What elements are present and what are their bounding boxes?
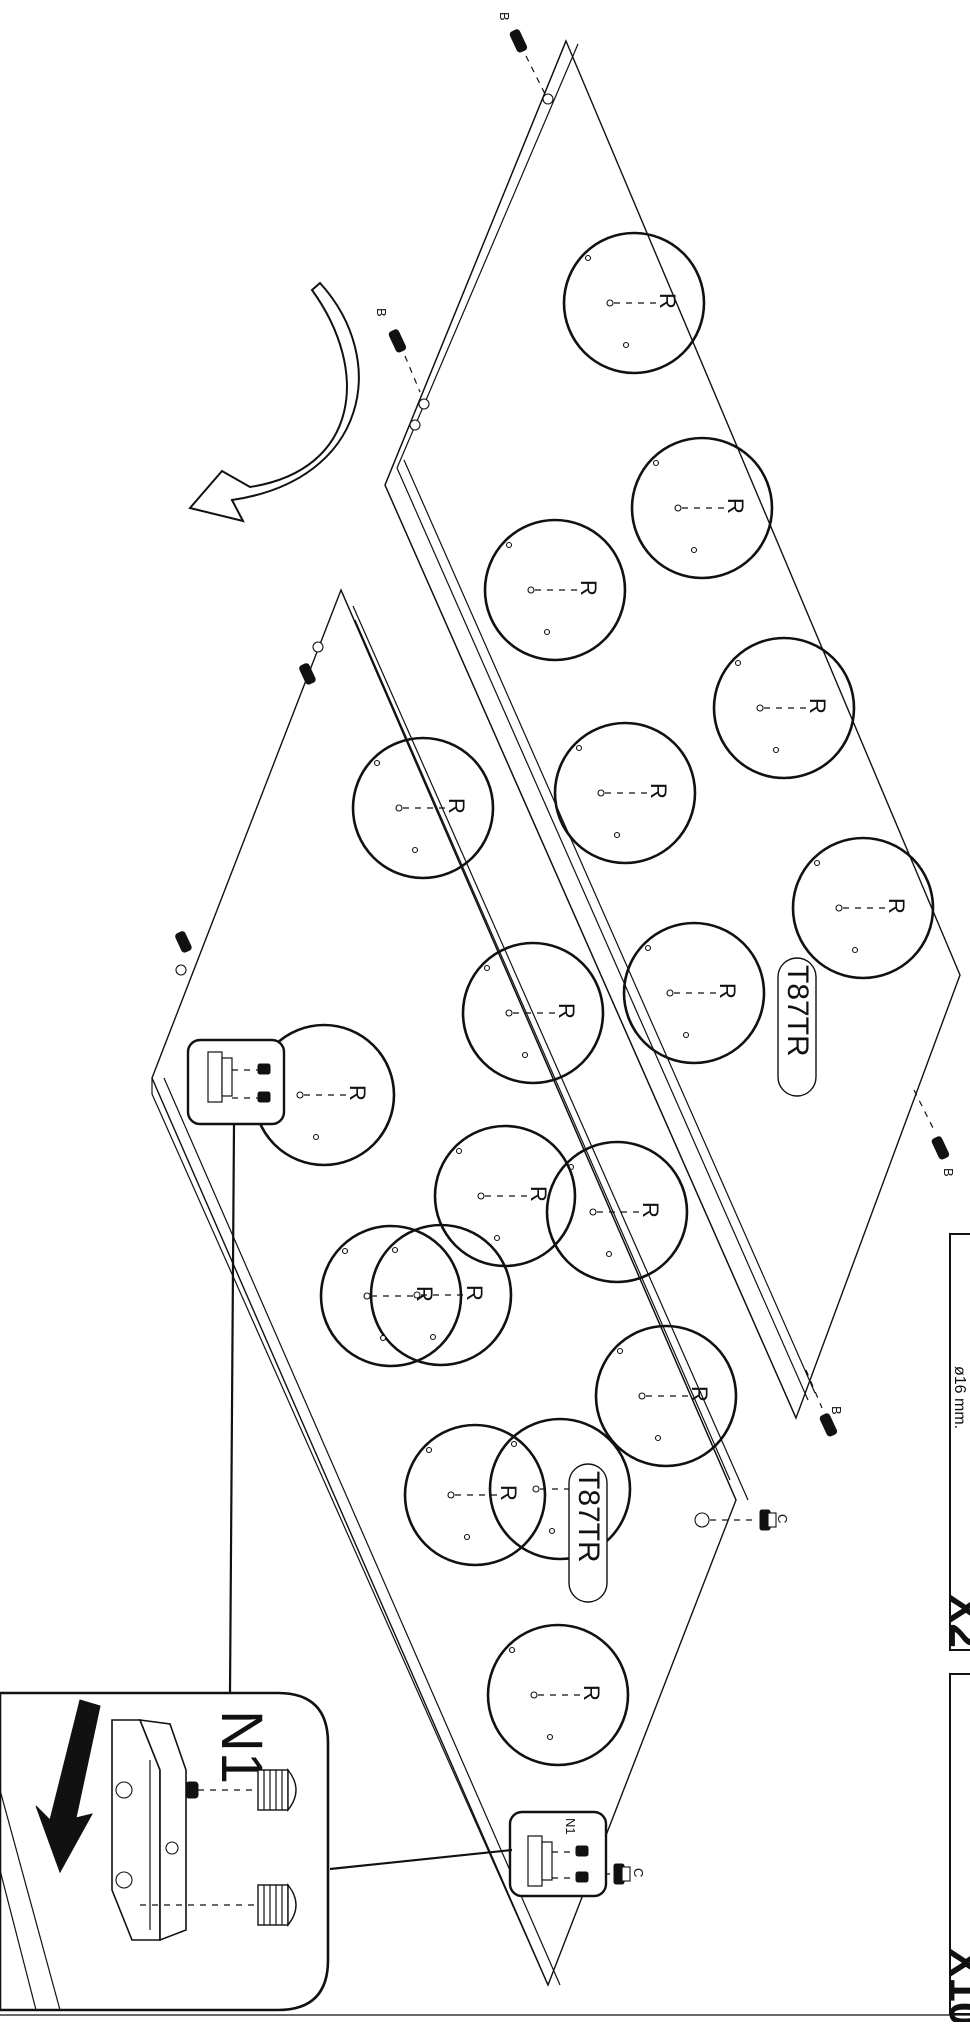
upper-panel-top-edge [384, 40, 567, 486]
fitting-label: R [638, 1202, 663, 1218]
screw-icon [257, 1768, 297, 1812]
fitting-label: R [646, 783, 671, 799]
dowel-guide [913, 1089, 935, 1131]
edge-hole [542, 93, 554, 105]
hole-size-label: ø16 mm. [951, 1366, 968, 1429]
fitting-circle: R [630, 436, 774, 580]
fitting-label: R [576, 580, 601, 596]
hinge-callout-small-lower: N1 [508, 1810, 608, 1898]
fitting-circle: R [351, 736, 495, 880]
fitting-label: R [412, 1286, 437, 1302]
detail-n1: N1 [0, 1691, 330, 2012]
dowel-icon [299, 663, 316, 685]
cam-lock-icon [694, 1509, 777, 1531]
dowel-icon [175, 931, 192, 953]
detail-leader [329, 1848, 513, 1871]
dowel-label: B [374, 308, 389, 317]
cam-lock-label: C [775, 1514, 790, 1523]
edge-hole [175, 964, 187, 976]
hinge-plate-icon [111, 1719, 187, 1942]
dowel-guide [404, 355, 421, 393]
lower-panel-bottom-edge [151, 1093, 549, 1986]
lower-panel-groove-1 [340, 589, 737, 1501]
qty-x2-label: X2 [940, 1594, 970, 1648]
dowel-label: B [941, 1168, 956, 1177]
fitting-circle: R [369, 1223, 513, 1367]
edge-hole [312, 641, 324, 653]
panel-code-label: T87TR [781, 965, 814, 1057]
fitting-label: R [526, 1186, 551, 1202]
upper-panel-top-edge-inner [396, 43, 579, 469]
upper-panel-groove-1 [384, 484, 797, 1419]
fitting-label: R [687, 1386, 712, 1402]
dowel-label: B [829, 1406, 844, 1415]
panel-code-upper: T87TR [777, 957, 817, 1097]
detail-leader [228, 1123, 236, 1694]
lower-panel-groove-3 [354, 619, 731, 1481]
fitting-circle: R [483, 518, 627, 662]
fitting-label: R [655, 293, 680, 309]
detail-ref-label: N1 [563, 1818, 578, 1835]
fitting-circle: R [791, 836, 935, 980]
fitting-label: R [884, 898, 909, 914]
fitting-label: R [462, 1285, 487, 1301]
upper-panel-groove-2 [396, 467, 809, 1401]
panel-code-label: T87TR [572, 1471, 605, 1563]
qty-x10-label: X10 [940, 1948, 970, 2022]
dowel-icon [509, 29, 528, 53]
screw-head-icon [185, 1781, 199, 1799]
fitting-circle: R [562, 231, 706, 375]
fitting-circle: R [545, 1140, 689, 1284]
fitting-circle: R [486, 1623, 630, 1767]
fitting-circle: R [594, 1324, 738, 1468]
dowel-icon [819, 1413, 838, 1437]
fitting-circle: R [622, 921, 766, 1065]
lower-panel-front-edge [163, 1077, 561, 1986]
fitting-label: R [723, 498, 748, 514]
upper-panel-groove-3 [403, 459, 816, 1394]
push-arrow-icon [35, 1699, 101, 1874]
cam-lock-label: C [631, 1868, 646, 1877]
rotate-arrow-icon [188, 281, 360, 523]
dowel-guide [525, 55, 547, 97]
fitting-circle: R [319, 1224, 463, 1368]
dowel-icon [931, 1136, 950, 1160]
fitting-circle: R [553, 721, 697, 865]
dowel-label: B [497, 12, 512, 21]
dowel-icon [388, 329, 407, 353]
fitting-circle: R [461, 941, 605, 1085]
lower-panel-groove-2 [352, 605, 749, 1501]
panel-edge-hint [0, 1869, 37, 2011]
panel-code-lower: T87TR [568, 1463, 608, 1603]
fitting-label: R [715, 983, 740, 999]
dowels: B B B B [175, 12, 956, 1437]
fitting-circle: R [712, 636, 856, 780]
fitting-label: R [444, 798, 469, 814]
edge-hole [409, 419, 421, 431]
fitting-label: R [345, 1085, 370, 1101]
parts-box-x2: ø16 mm. X2 [940, 1233, 970, 1651]
fitting-label: R [554, 1003, 579, 1019]
fitting-label: R [496, 1485, 521, 1501]
parts-box-x10: X10 [940, 1673, 970, 2026]
hinge-callout-small-upper [186, 1038, 286, 1126]
screw-icon [257, 1883, 297, 1927]
fitting-label: R [579, 1685, 604, 1701]
lower-panel [151, 588, 749, 1987]
panel-edge-hint [0, 1789, 61, 2011]
fitting-circle: R [403, 1423, 547, 1567]
fitting-label: R [805, 698, 830, 714]
edge-hole [418, 398, 430, 410]
fitting-circles: RRRRRRRRRRRRRRRRRR [252, 231, 935, 1767]
